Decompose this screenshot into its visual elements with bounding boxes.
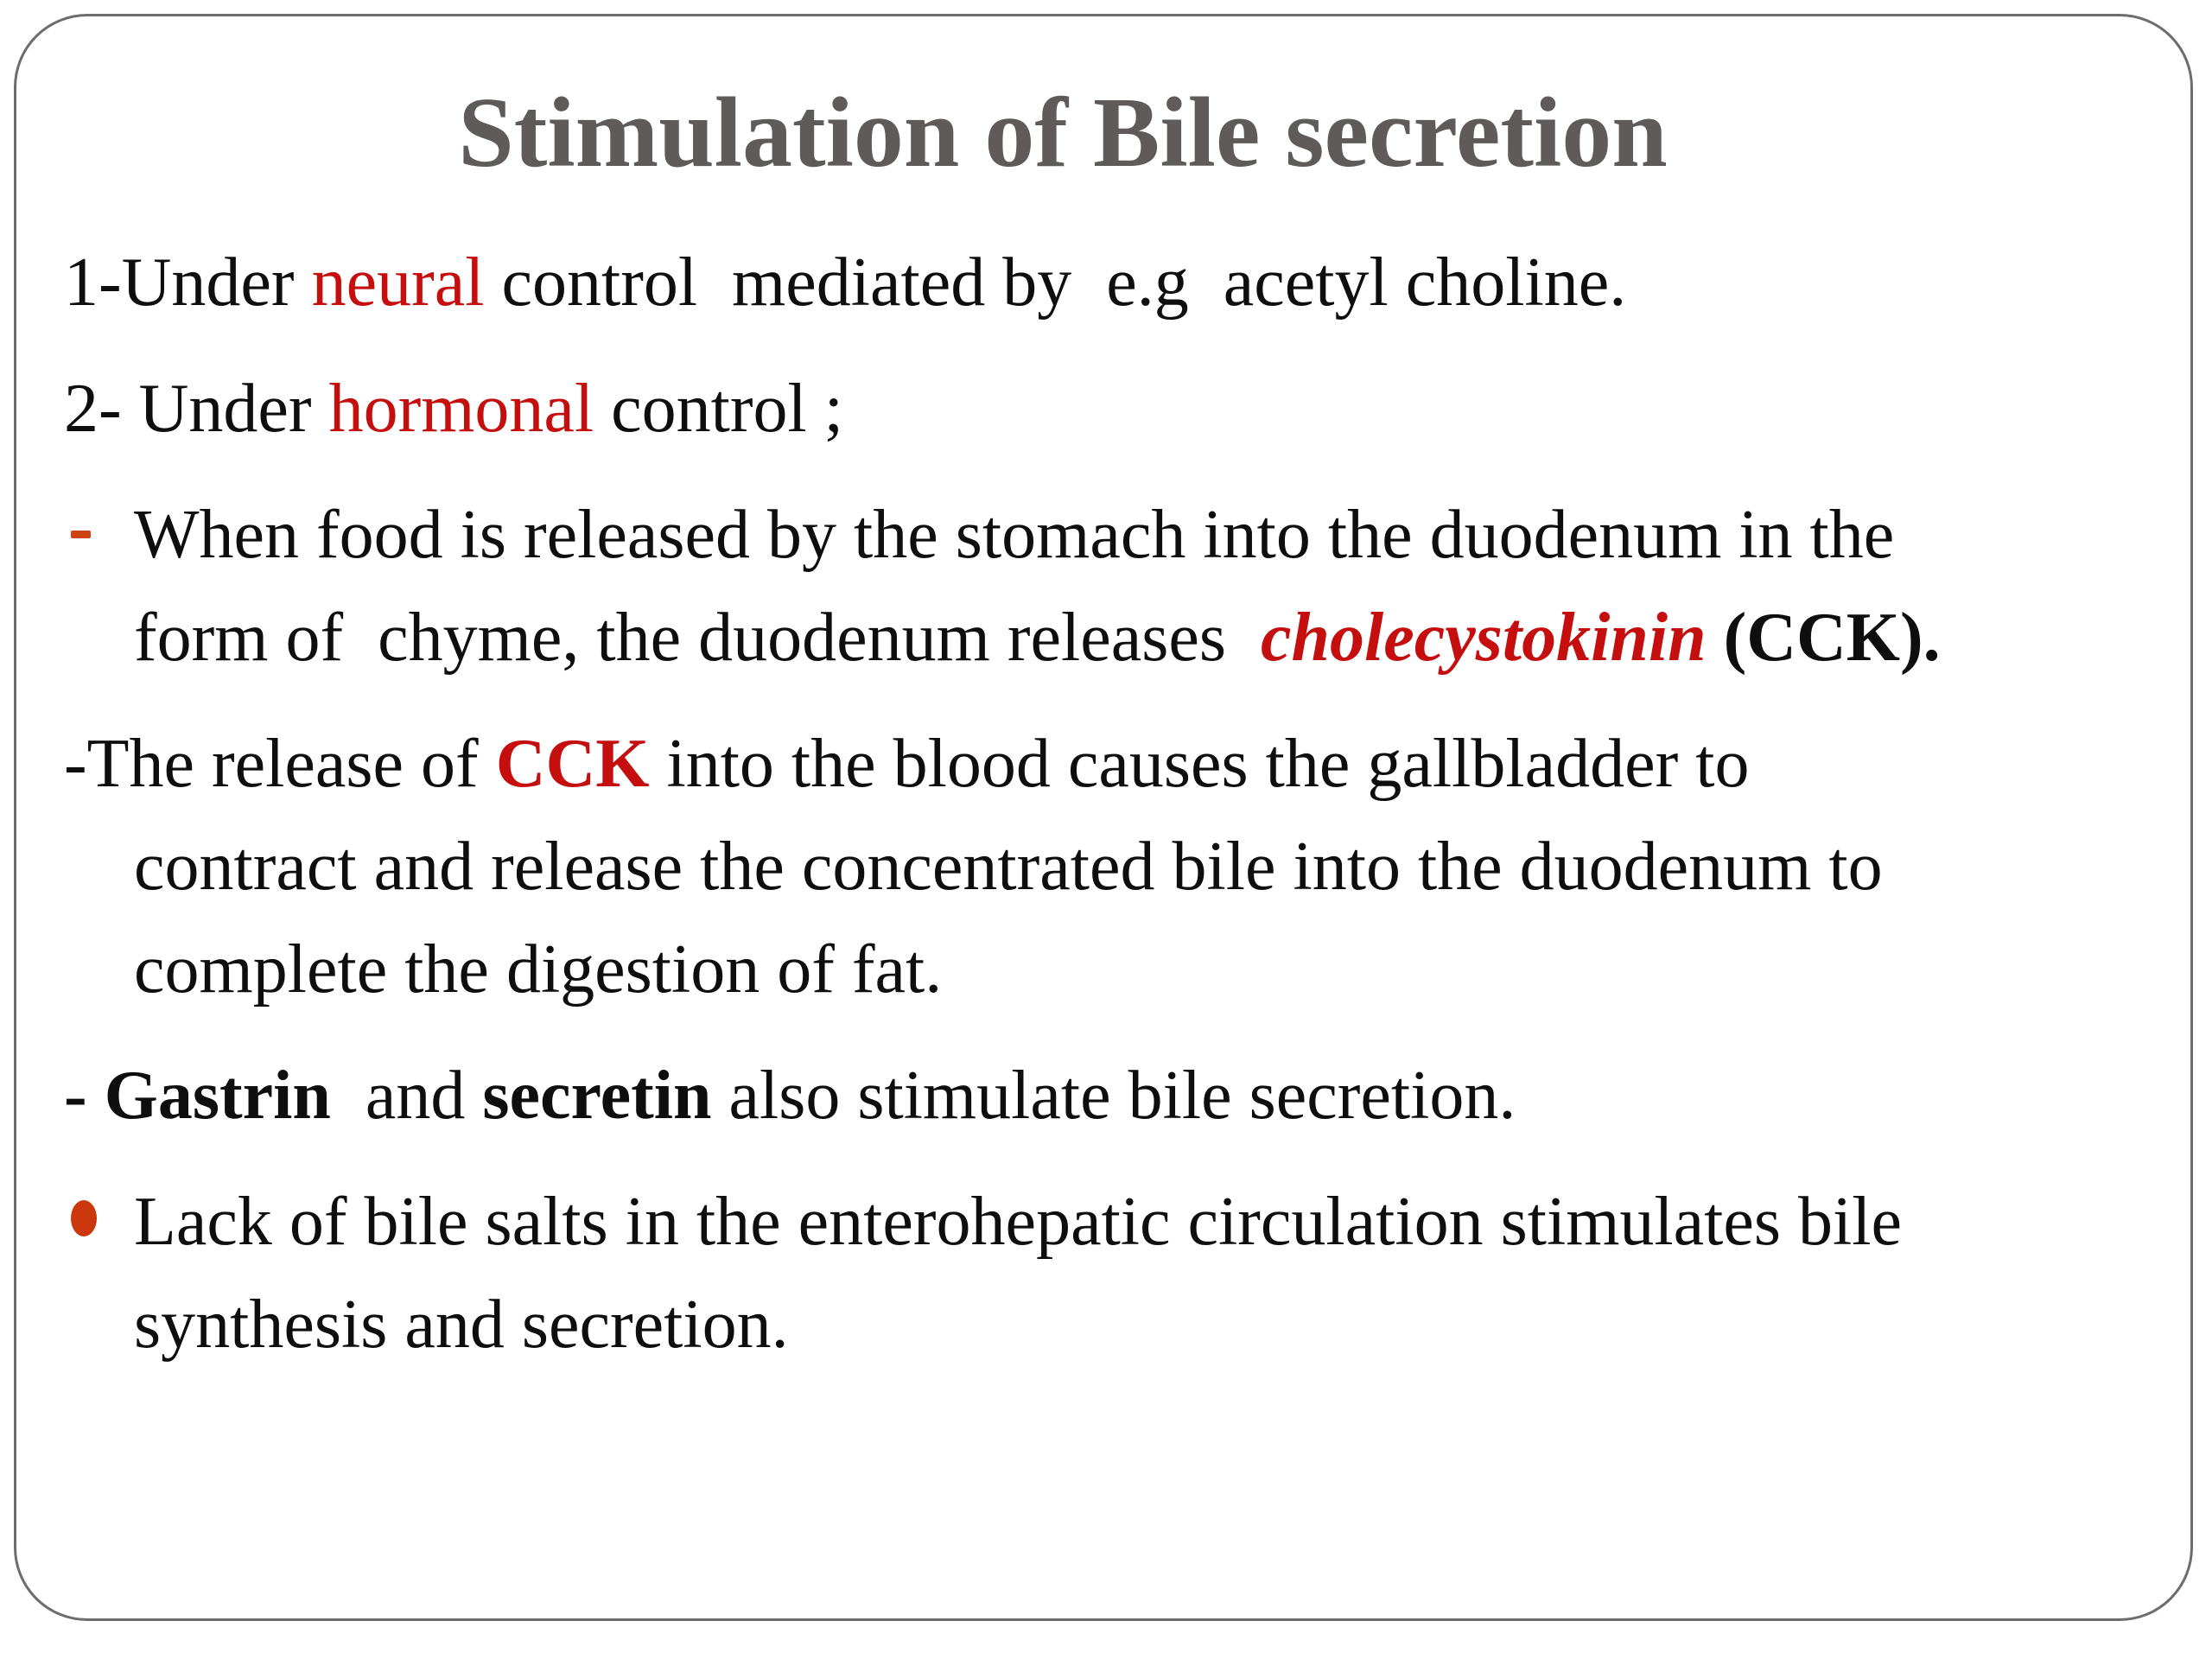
text-run: neural (311, 245, 485, 321)
dash-bullet-icon (71, 531, 91, 538)
text-line: form of chyme, the duodenum releases cho… (64, 587, 2200, 690)
text-run: control mediated by e.g acetyl choline. (484, 245, 1627, 321)
text-line: - Gastrin and secretin also stimulate bi… (64, 1045, 2200, 1147)
text-paragraph: 2- Under hormonal control ; (64, 358, 2200, 461)
text-run: secretin (482, 1058, 712, 1134)
dot-bullet-icon (71, 1200, 97, 1236)
text-line: Lack of bile salts in the enterohepatic … (64, 1171, 2200, 1274)
text-run: into the blood causes the gallbladder to (649, 726, 1750, 802)
text-run: also stimulate bile secretion. (711, 1058, 1516, 1134)
text-line: synthesis and secretion. (64, 1274, 2200, 1376)
text-paragraph: -The release of CCK into the blood cause… (64, 713, 2200, 1021)
text-paragraph: When food is released by the stomach int… (64, 484, 2200, 690)
text-paragraph: - Gastrin and secretin also stimulate bi… (64, 1045, 2200, 1147)
text-run: form of chyme, the duodenum releases (134, 600, 1262, 676)
text-line: When food is released by the stomach int… (64, 484, 2200, 587)
text-line: 2- Under hormonal control ; (64, 358, 2200, 461)
text-run: cholecystokinin (1261, 600, 1707, 676)
text-run (1707, 600, 1724, 676)
text-run: control ; (594, 371, 843, 447)
text-run: 1-Under (64, 245, 312, 321)
text-run: and (330, 1058, 483, 1134)
text-run: hormonal (328, 371, 594, 447)
slide-body: 1-Under neural control mediated by e.g a… (64, 232, 2200, 1376)
text-run: Lack of bile salts in the enterohepatic … (134, 1184, 1902, 1260)
text-run: (CCK). (1723, 600, 1941, 676)
text-paragraph: Lack of bile salts in the enterohepatic … (64, 1171, 2200, 1376)
text-run: 2- Under (64, 371, 329, 447)
text-paragraph: 1-Under neural control mediated by e.g a… (64, 232, 2200, 334)
text-line: contract and release the concentrated bi… (64, 816, 2200, 918)
text-line: 1-Under neural control mediated by e.g a… (64, 232, 2200, 334)
text-run: contract and release the concentrated bi… (134, 829, 1883, 905)
text-line: -The release of CCK into the blood cause… (64, 713, 2200, 816)
text-run: When food is released by the stomach int… (134, 497, 1895, 573)
text-run: CCK (495, 726, 650, 802)
text-run: complete the digestion of fat. (134, 931, 943, 1007)
text-run: - Gastrin (64, 1058, 331, 1134)
slide-title: Stimulation of Bile secretion (458, 78, 1668, 188)
text-line: complete the digestion of fat. (64, 918, 2200, 1021)
text-run: synthesis and secretion. (134, 1287, 789, 1363)
slide-frame (14, 14, 2193, 1621)
text-run: -The release of (64, 726, 496, 802)
